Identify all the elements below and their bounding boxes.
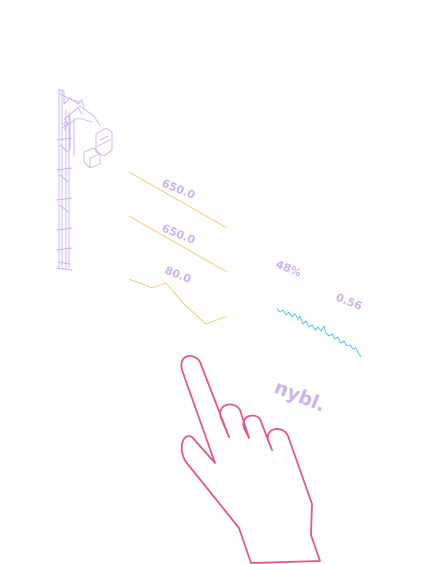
- gold-data-lines: [128, 171, 228, 325]
- value-label-1: 650.0: [160, 177, 197, 202]
- value-label-2: 650.0: [160, 222, 197, 247]
- brand-wordmark: nybl.: [271, 376, 329, 416]
- gold-line-3: [128, 278, 228, 325]
- gold-line-2: [128, 215, 228, 273]
- pointing-hand-icon: [180, 355, 321, 564]
- cyan-trend-line: [276, 308, 362, 358]
- percent-label: 48%: [274, 258, 303, 280]
- value-label-3: 80.0: [163, 264, 193, 286]
- ratio-label: 0.56: [334, 291, 364, 313]
- gold-line-1: [128, 171, 228, 229]
- oil-pump-jack-icon: [55, 89, 113, 271]
